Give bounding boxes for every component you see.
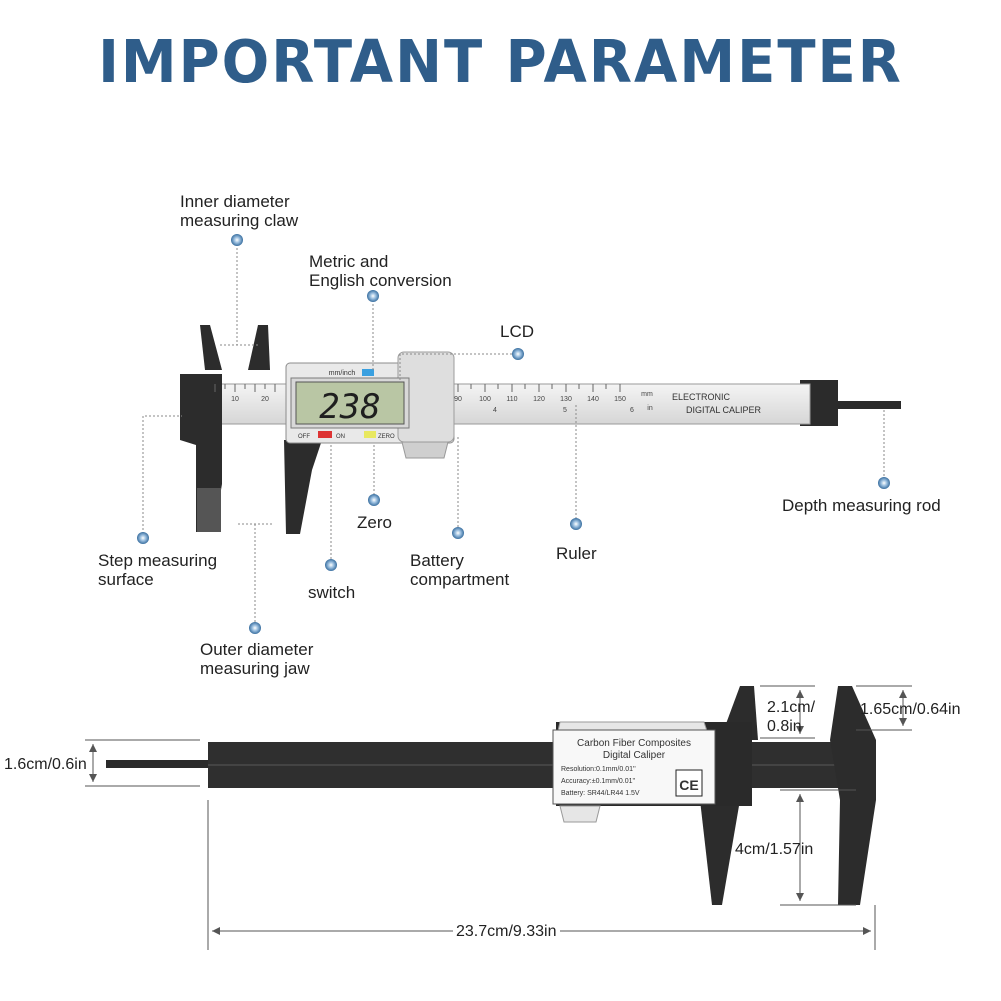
- btn-zero-label: ZERO: [378, 434, 395, 440]
- spec-accuracy: Accuracy:±0.1mm/0.01'': [561, 778, 635, 785]
- label-line: Metric and: [309, 252, 389, 271]
- label-depth-rod: Depth measuring rod: [782, 496, 941, 515]
- spec-resolution: Resolution:0.1mm/0.01'': [561, 766, 636, 773]
- lcd-screen: [295, 381, 405, 425]
- callout-dot-depth: [878, 477, 890, 489]
- btn-on-label: ON: [336, 434, 345, 440]
- btn-off-label: OFF: [298, 434, 310, 440]
- brand-line-2: DIGITAL CALIPER: [686, 405, 762, 415]
- callout-dot-lcd: [512, 348, 524, 360]
- dim-inner-jaw: 2.1cm/ 0.8in: [767, 698, 815, 736]
- label-outer: Outer diameter measuring jaw: [200, 640, 313, 678]
- brand-line-1: ELECTRONIC: [672, 392, 731, 402]
- scale-tick-label: 20: [261, 396, 269, 403]
- label-switch: switch: [308, 583, 356, 602]
- scale-tick-label: 130: [560, 396, 572, 403]
- label-line: surface: [98, 570, 154, 589]
- dim-total-length: 23.7cm/9.33in: [453, 922, 560, 941]
- label-line: Step measuring: [98, 551, 218, 570]
- lcd-reading: 238: [319, 387, 380, 427]
- label-line: measuring claw: [180, 211, 299, 230]
- callout-dot-battery: [452, 527, 464, 539]
- inch-mark: 6: [630, 407, 634, 414]
- label-line: Inner diameter: [180, 192, 290, 211]
- callout-dot-switch: [325, 559, 337, 571]
- label-zero: Zero: [357, 513, 392, 532]
- label-lcd: LCD: [500, 322, 535, 341]
- label-line: Battery: [410, 551, 464, 570]
- callout-dot-metric: [367, 290, 379, 302]
- label-inner-claw: Inner diameter measuring claw: [180, 192, 298, 230]
- inch-mark: 4: [493, 407, 497, 414]
- dim-rod-height: 1.6cm/0.6in: [4, 756, 87, 773]
- callout-dot-ruler: [570, 518, 582, 530]
- label-line: 0.8in: [767, 718, 802, 735]
- dim-top-jaw: 1.65cm/0.64in: [860, 701, 961, 718]
- dim-outer-jaw: 4cm/1.57in: [735, 841, 814, 858]
- label-metric: Metric and English conversion: [309, 252, 452, 290]
- label-battery: Battery compartment: [410, 551, 509, 589]
- label-step: Step measuring surface: [98, 551, 217, 589]
- lower-fixed-jaw: [830, 686, 876, 905]
- moving-jaw: [284, 440, 322, 534]
- spec-battery: Battery: SR44/LR44 1.5V: [561, 790, 640, 797]
- scale-tick-label: 110: [506, 396, 517, 403]
- spec-title-1: Carbon Fiber Composites: [577, 738, 691, 749]
- scale-tick-label: 120: [533, 396, 545, 403]
- label-line: English conversion: [309, 271, 452, 290]
- page-title: IMPORTANT PARAMETER: [98, 28, 903, 97]
- scale-tick-label: 100: [479, 396, 491, 403]
- unit-toggle-label: mm/inch: [329, 370, 356, 377]
- callout-dot-step: [137, 532, 149, 544]
- inch-mark: 5: [563, 407, 567, 414]
- spec-title-2: Digital Caliper: [603, 750, 666, 761]
- scale-tick-label: 10: [231, 396, 239, 403]
- callout-dot-inner-claw: [231, 234, 243, 246]
- callout-dot-zero: [368, 494, 380, 506]
- label-line: measuring jaw: [200, 659, 310, 678]
- depth-rod: [835, 401, 901, 409]
- scale-unit-in: in: [647, 405, 653, 412]
- label-line: Outer diameter: [200, 640, 314, 659]
- scale-unit-mm: mm: [641, 391, 653, 398]
- ce-mark: CE: [679, 777, 698, 793]
- label-line: compartment: [410, 570, 510, 589]
- callout-dot-outer: [249, 622, 261, 634]
- label-ruler: Ruler: [556, 544, 597, 563]
- scale-tick-label: 90: [454, 396, 462, 403]
- scale-tick-label: 140: [587, 396, 599, 403]
- thumb-wheel: [401, 441, 449, 459]
- scale-tick-label: 150: [614, 396, 626, 403]
- label-line: 2.1cm/: [767, 699, 816, 716]
